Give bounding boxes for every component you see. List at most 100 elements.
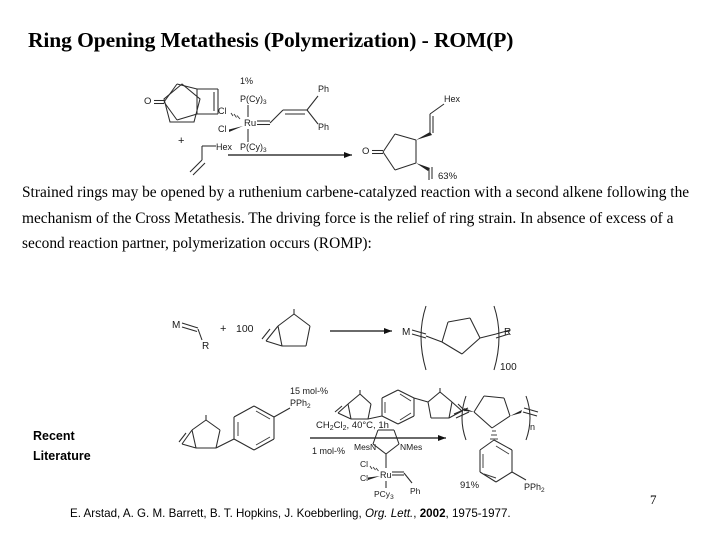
romp-carbene-to-r — [197, 328, 203, 341]
cp-bond-4 — [163, 101, 178, 121]
cyclopentane-repeat-unit — [441, 317, 481, 355]
bicycloheptenone-structure — [163, 83, 201, 123]
label-ketone-oxygen: O — [144, 96, 151, 107]
repeat-alkene-a — [495, 329, 511, 335]
label-chloride-top-literature: Cl — [360, 459, 368, 469]
page-title: Ring Opening Metathesis (Polymerization)… — [28, 28, 514, 52]
polymer-product-structure: n — [453, 395, 539, 483]
hash-bond-cl-top-literature — [369, 465, 379, 472]
hexene-bond-1 — [189, 159, 203, 173]
label-conditions: CH2Cl2, 40°C, 1h — [316, 420, 389, 432]
recent-literature-label: Recent Literature — [33, 426, 153, 466]
bond-to-phenyl-bottom — [306, 109, 319, 125]
product-vinyl-up-3 — [429, 103, 445, 115]
cp-bond-1 — [163, 83, 178, 103]
label-repeat-units-romp: 100 — [500, 362, 517, 373]
product-bracket-right — [525, 395, 531, 441]
bond-carbene-chain-1 — [269, 109, 284, 124]
wedge-bond-cl-bottom-literature — [368, 476, 380, 480]
label-hexyl-reactant: Hex — [216, 142, 233, 152]
reaction-arrow — [228, 152, 352, 158]
scheme-romp-generic: M R + 100 — [170, 298, 530, 395]
recent-literature-line-2: Literature — [33, 449, 91, 463]
body-paragraph: Strained rings may be opened by a ruthen… — [22, 184, 690, 252]
wedge-upper-substituent — [416, 132, 432, 140]
scheme-ring-opening-cross-metathesis: O + Hex — [140, 62, 570, 187]
label-phenyl-top: Ph — [318, 84, 329, 94]
romp-carbene-bond-b — [181, 326, 198, 333]
polymer-bracket-right — [493, 305, 500, 371]
product-bracket-left — [461, 395, 467, 441]
repeat-chain-right — [479, 333, 497, 339]
bond-to-phenyl-top — [306, 95, 319, 111]
label-phosphine-literature: PCy3 — [374, 489, 394, 501]
label-chloride-bottom: Cl — [218, 124, 227, 134]
label-chloride-top: Cl — [218, 106, 227, 116]
label-chloride-bottom-literature: Cl — [360, 473, 368, 483]
wedge-polymer-right — [510, 410, 522, 416]
norbornene-structure — [261, 309, 311, 347]
label-romp-equivalents: 100 — [236, 323, 254, 335]
cp-bond-2 — [176, 83, 198, 90]
label-metal-carbene: M — [172, 320, 180, 331]
label-product-hexyl: Hex — [444, 94, 461, 104]
grubbs-second-generation-catalyst: MesN NMes Ru Cl Cl PCy3 — [354, 429, 422, 501]
romp-prod-carbene-a — [411, 329, 427, 335]
repeat-chain-left — [425, 335, 443, 343]
label-carbene-substituent: R — [202, 341, 209, 352]
label-product-metal: M — [402, 327, 410, 338]
product-ring-2 — [394, 133, 417, 141]
hexene-bond-2 — [192, 162, 206, 176]
product-ring-5 — [382, 151, 396, 171]
citation: E. Arstad, A. G. M. Barrett, B. T. Hopki… — [70, 507, 511, 520]
product-ring-1 — [382, 133, 396, 153]
bond-benzylidene-ph — [403, 472, 413, 484]
label-substrate-phosphine: PPh2 — [290, 398, 311, 410]
crosslinker-structure — [334, 388, 466, 425]
substrate-norbornene-phosphine — [178, 405, 291, 451]
romp-carbene-bond-a — [181, 322, 199, 329]
label-catalyst-loading-literature: 1 mol-% — [312, 446, 345, 456]
wedge-lower-substituent — [416, 163, 430, 171]
label-ruthenium: Ru — [244, 118, 256, 129]
citation-journal-separator: , — [413, 507, 417, 520]
romp-prod-carbene-b — [411, 333, 427, 339]
label-yield-cross-metathesis: 63% — [438, 171, 458, 182]
label-catalyst-loading: 1% — [240, 76, 253, 86]
citation-year: 2002 — [419, 507, 446, 520]
scheme-literature-romp: PPh2 15 mol-% — [178, 382, 628, 512]
page-number: 7 — [650, 492, 657, 507]
hash-bond-to-aryl — [490, 430, 498, 440]
cp-bond-3 — [176, 113, 198, 121]
label-product-substituent: R — [504, 327, 511, 338]
label-crosslinker-loading: 15 mol-% — [290, 386, 328, 396]
label-product-phosphine: PPh2 — [524, 482, 545, 494]
hexene-structure — [189, 145, 216, 176]
citation-pages: , 1975-1977. — [445, 507, 511, 520]
cross-metathesis-drawing: O + Hex — [144, 76, 461, 182]
label-phenyl-bottom: Ph — [318, 122, 329, 132]
wedge-polymer-left — [464, 408, 474, 412]
romp-reaction-arrow — [330, 328, 392, 334]
literature-reaction-arrow — [310, 435, 446, 441]
citation-journal: Org. Lett. — [364, 507, 414, 520]
label-benzylidene-phenyl: Ph — [410, 486, 421, 496]
citation-authors: E. Arstad, A. G. M. Barrett, B. T. Hopki… — [70, 507, 362, 520]
label-plus-sign: + — [178, 135, 184, 147]
polymer-bracket-left — [420, 305, 427, 371]
product-ring-4 — [394, 162, 417, 171]
grubbs-catalyst-structure: Ru Cl Cl P(Cy)3 P(Cy)3 — [218, 84, 329, 154]
recent-literature-line-1: Recent — [33, 429, 75, 443]
label-phosphine-top: P(Cy)3 — [240, 94, 267, 106]
label-nhc-right: NMes — [400, 442, 422, 452]
label-phosphine-bottom: P(Cy)3 — [240, 142, 267, 154]
label-product-oxygen: O — [362, 146, 369, 157]
label-ruthenium-literature: Ru — [380, 470, 392, 480]
label-nhc-left: MesN — [354, 442, 376, 452]
label-romp-plus: + — [220, 323, 226, 335]
product-cyclopentanone-structure: O Hex — [362, 94, 461, 180]
hash-bond-cl-top — [230, 112, 241, 120]
repeat-alkene-b — [495, 333, 510, 339]
romp-drawing: M R + 100 — [172, 305, 517, 373]
